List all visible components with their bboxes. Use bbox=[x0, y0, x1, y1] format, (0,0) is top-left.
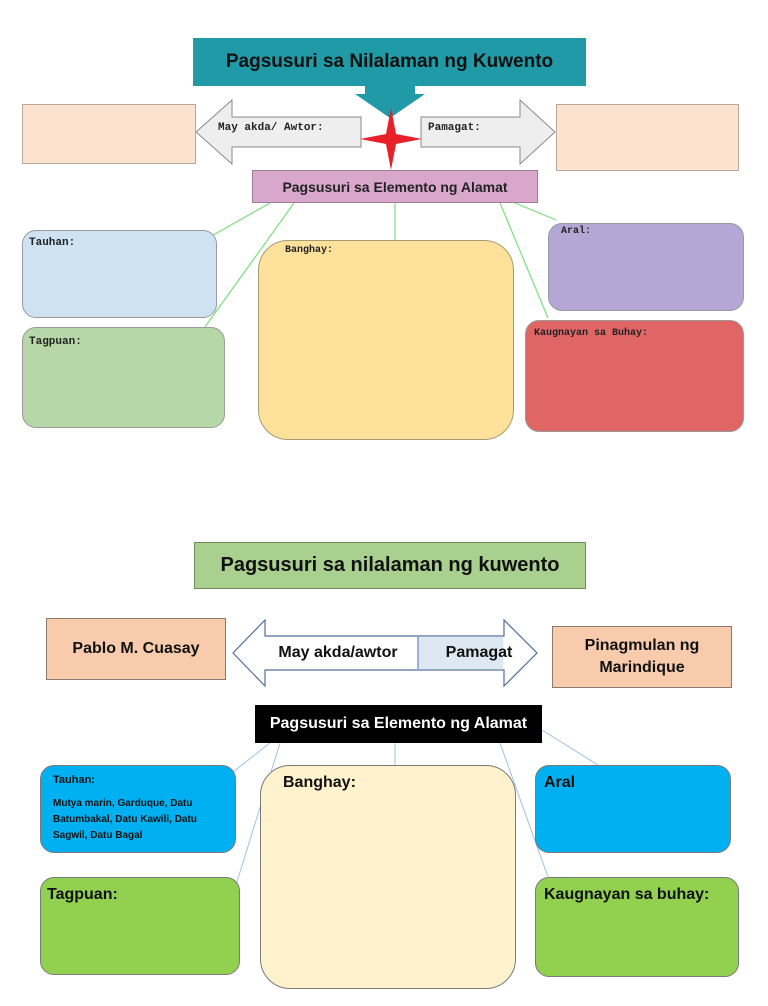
bottom-banghay-label: Banghay: bbox=[283, 774, 356, 791]
top-line-tauhan bbox=[207, 202, 271, 239]
bottom-kaugnayan-box[interactable]: Kaugnayan sa buhay: bbox=[535, 877, 739, 977]
top-tauhan-box[interactable]: Tauhan: bbox=[22, 230, 217, 318]
top-aral-label: Aral: bbox=[561, 226, 592, 237]
bottom-tagpuan-box[interactable]: Tagpuan: bbox=[40, 877, 240, 975]
bottom-title: Pagsusuri sa nilalaman ng kuwento bbox=[194, 542, 586, 589]
bottom-element-box: Pagsusuri sa Elemento ng Alamat bbox=[255, 705, 542, 743]
bottom-author-name: Pablo M. Cuasay bbox=[72, 640, 200, 657]
top-down-arrow bbox=[355, 84, 425, 118]
top-author-label: May akda/ Awtor: bbox=[218, 122, 324, 134]
top-title-answer-box[interactable] bbox=[556, 104, 739, 171]
top-title-label: Pamagat: bbox=[428, 122, 481, 134]
top-tauhan-label: Tauhan: bbox=[29, 237, 76, 249]
bottom-aral-label: Aral bbox=[544, 774, 576, 791]
bottom-tauhan-label: Tauhan: bbox=[53, 774, 95, 786]
bottom-aral-box[interactable]: Aral bbox=[535, 765, 731, 853]
bottom-title-label: Pamagat bbox=[445, 644, 513, 661]
top-line-kaugnayan bbox=[499, 202, 549, 319]
bottom-author-label: May akda/awtor bbox=[278, 644, 398, 661]
bottom-story-title-box: Pinagmulan ng Marindique bbox=[552, 626, 732, 688]
bottom-tauhan-value: Mutya marin, Garduque, Datu Batumbakal, … bbox=[53, 798, 197, 841]
bottom-kaugnayan-label: Kaugnayan sa buhay: bbox=[544, 886, 710, 903]
top-line-aral bbox=[514, 202, 557, 221]
top-tagpuan-label: Tagpuan: bbox=[29, 336, 82, 348]
top-kaugnayan-label: Kaugnayan sa Buhay: bbox=[534, 328, 649, 339]
bottom-author-box: Pablo M. Cuasay bbox=[46, 618, 226, 680]
bottom-tagpuan-label: Tagpuan: bbox=[47, 886, 118, 903]
top-kaugnayan-box[interactable]: Kaugnayan sa Buhay: bbox=[525, 320, 744, 432]
bottom-line-tagpuan bbox=[235, 742, 281, 886]
bottom-line-kaugnayan bbox=[499, 742, 549, 878]
top-left-arrow bbox=[196, 99, 362, 165]
top-title: Pagsusuri sa Nilalaman ng Kuwento bbox=[193, 38, 586, 86]
bottom-story-title: Pinagmulan ng Marindique bbox=[584, 637, 700, 676]
top-line-tagpuan bbox=[204, 202, 295, 328]
bottom-tauhan-box[interactable]: Tauhan: Mutya marin, Garduque, Datu Batu… bbox=[40, 765, 236, 853]
top-banghay-box[interactable]: Banghay: bbox=[258, 240, 514, 440]
top-element-box: Pagsusuri sa Elemento ng Alamat bbox=[252, 170, 538, 203]
bottom-double-arrow bbox=[232, 619, 538, 687]
star-icon bbox=[360, 108, 422, 170]
top-right-arrow bbox=[420, 99, 556, 165]
top-banghay-label: Banghay: bbox=[285, 245, 334, 256]
top-author-answer-box[interactable] bbox=[22, 104, 196, 164]
bottom-line-aral bbox=[541, 729, 599, 766]
top-aral-box[interactable]: Aral: bbox=[548, 223, 744, 311]
top-tagpuan-box[interactable]: Tagpuan: bbox=[22, 327, 225, 428]
bottom-banghay-box[interactable]: Banghay: bbox=[260, 765, 516, 989]
